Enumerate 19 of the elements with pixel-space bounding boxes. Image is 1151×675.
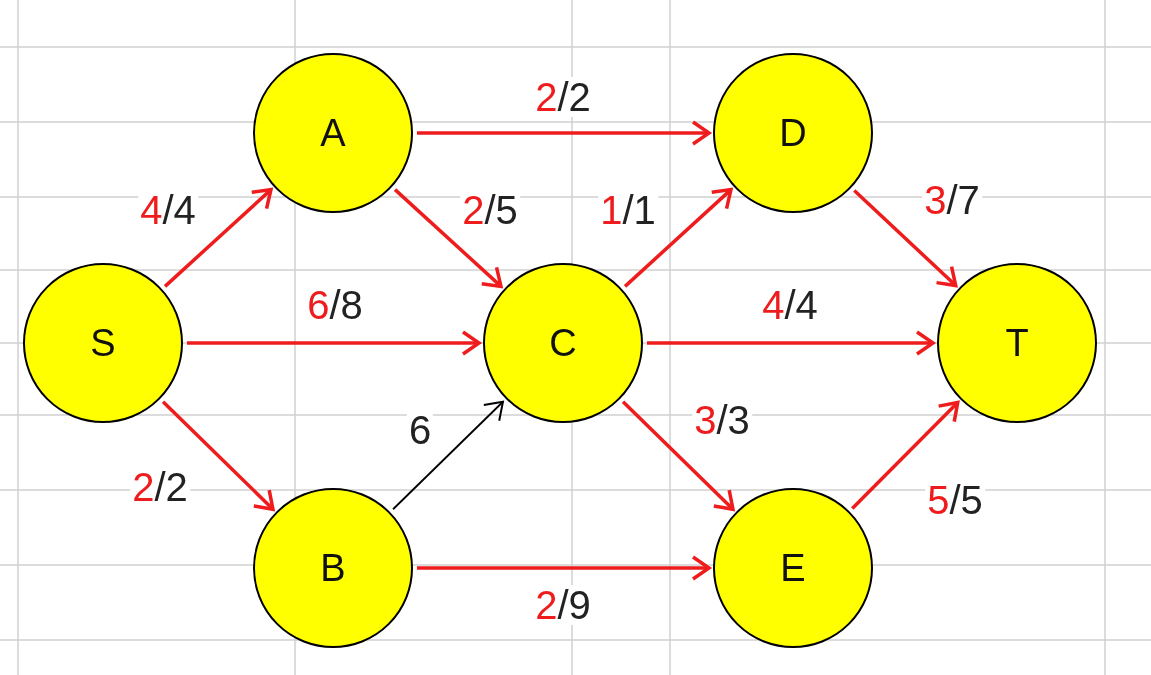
node-label: T (1005, 321, 1029, 365)
node-label: S (90, 321, 116, 365)
node-label: D (779, 111, 807, 155)
arrow (392, 400, 504, 511)
arrow (851, 400, 960, 510)
node-label: E (780, 546, 806, 590)
arrow (161, 400, 275, 511)
arrow (621, 400, 735, 511)
arrow (623, 187, 733, 288)
arrow (417, 120, 711, 146)
node-label: B (320, 546, 346, 590)
arrow (647, 330, 935, 356)
arrow (163, 187, 273, 288)
arrow (393, 188, 503, 289)
arrow (853, 189, 958, 288)
arrow (417, 555, 711, 581)
node-label: A (320, 111, 346, 155)
arrow (187, 330, 481, 356)
node-label: C (549, 321, 577, 365)
